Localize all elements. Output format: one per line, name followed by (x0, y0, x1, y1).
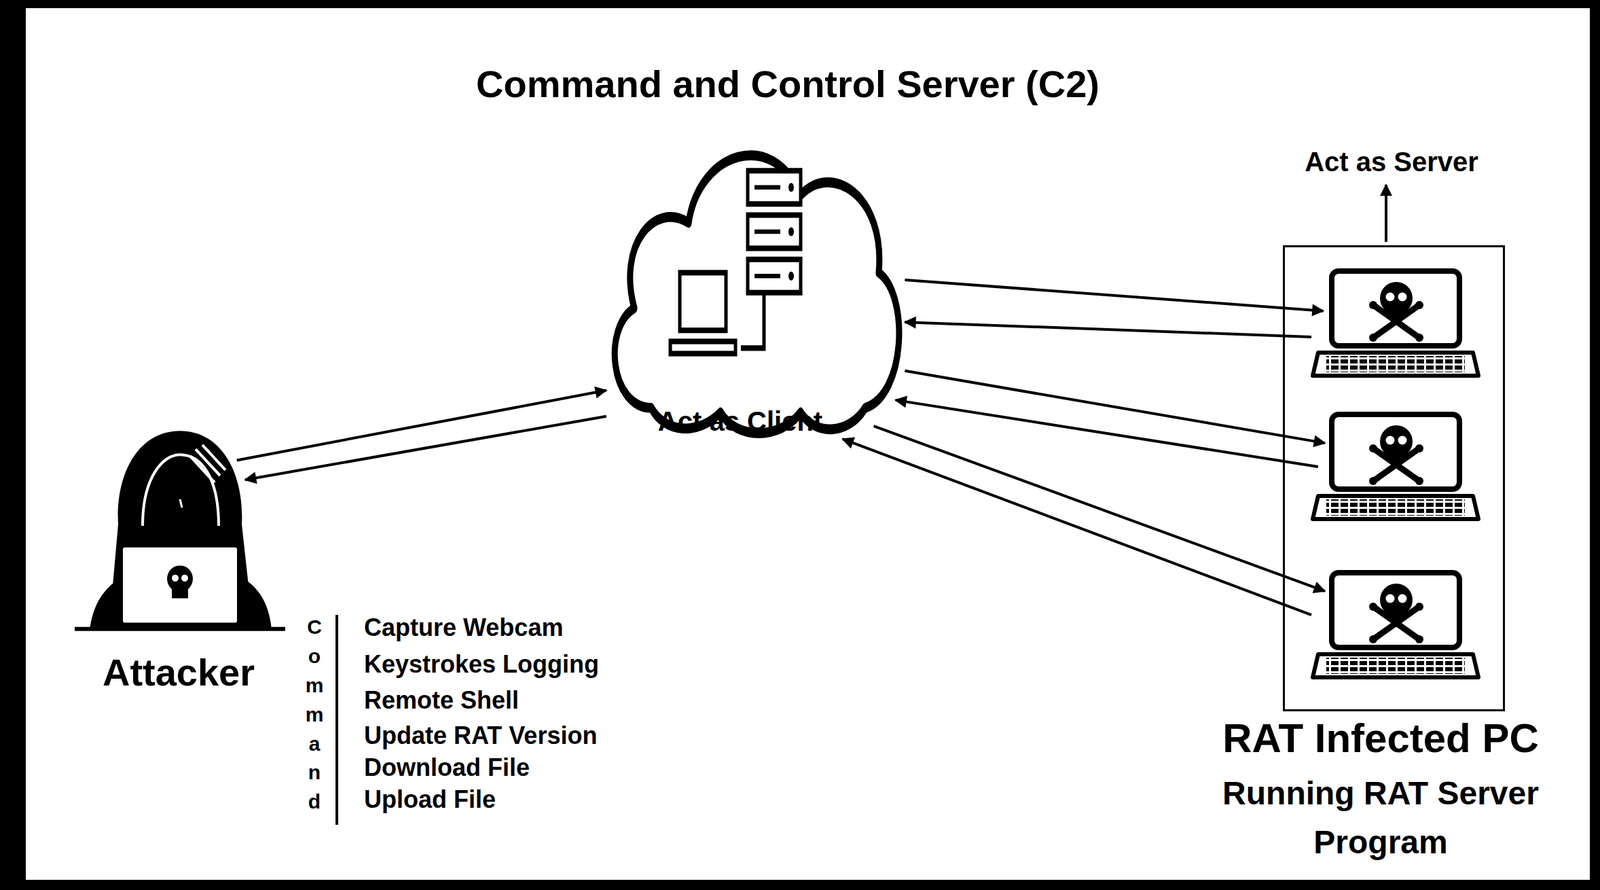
flow-arrow (904, 321, 1312, 337)
infected-laptop-icon (1311, 410, 1480, 523)
command-item: Download File (364, 753, 530, 781)
flow-arrow (904, 279, 1323, 312)
vertical-heading: Command (304, 612, 325, 817)
infected-laptop-icon (1311, 266, 1480, 380)
infected-laptop (1311, 410, 1480, 523)
command-item: Update RAT Version (364, 721, 597, 750)
bracket-bar (335, 614, 339, 825)
infected-laptop (1311, 568, 1480, 682)
server-heading: Command and Control Server (C2) (476, 62, 1100, 106)
cloud-server-icon (596, 117, 908, 443)
actor-name: Attacker (102, 650, 255, 695)
command-item: Remote Shell (364, 686, 519, 714)
group-heading: RAT Infected PC (1222, 714, 1539, 762)
flow-arrow (245, 416, 607, 480)
infected-laptop-icon (1311, 568, 1480, 682)
pointer-arrow (1384, 184, 1388, 242)
cloud-server: Command and Control Server (C2)Act as Cl… (596, 117, 908, 443)
role-label: Act as Client (658, 405, 823, 437)
attacker-figure: Attacker (74, 421, 286, 700)
group-subtitle: Running RAT Server Program (1190, 768, 1571, 867)
command-item: Capture Webcam (364, 613, 563, 642)
command-item: Upload File (364, 785, 496, 813)
flow-arrow (842, 438, 1312, 615)
infected-laptop (1311, 266, 1480, 380)
flow-arrow (874, 425, 1325, 591)
role-label: Act as Server (1304, 146, 1479, 178)
group-box: Act as ServerRAT Infected PCRunning RAT … (1282, 245, 1505, 712)
flow-arrow (904, 370, 1325, 443)
command-item: Keystrokes Logging (364, 650, 599, 678)
